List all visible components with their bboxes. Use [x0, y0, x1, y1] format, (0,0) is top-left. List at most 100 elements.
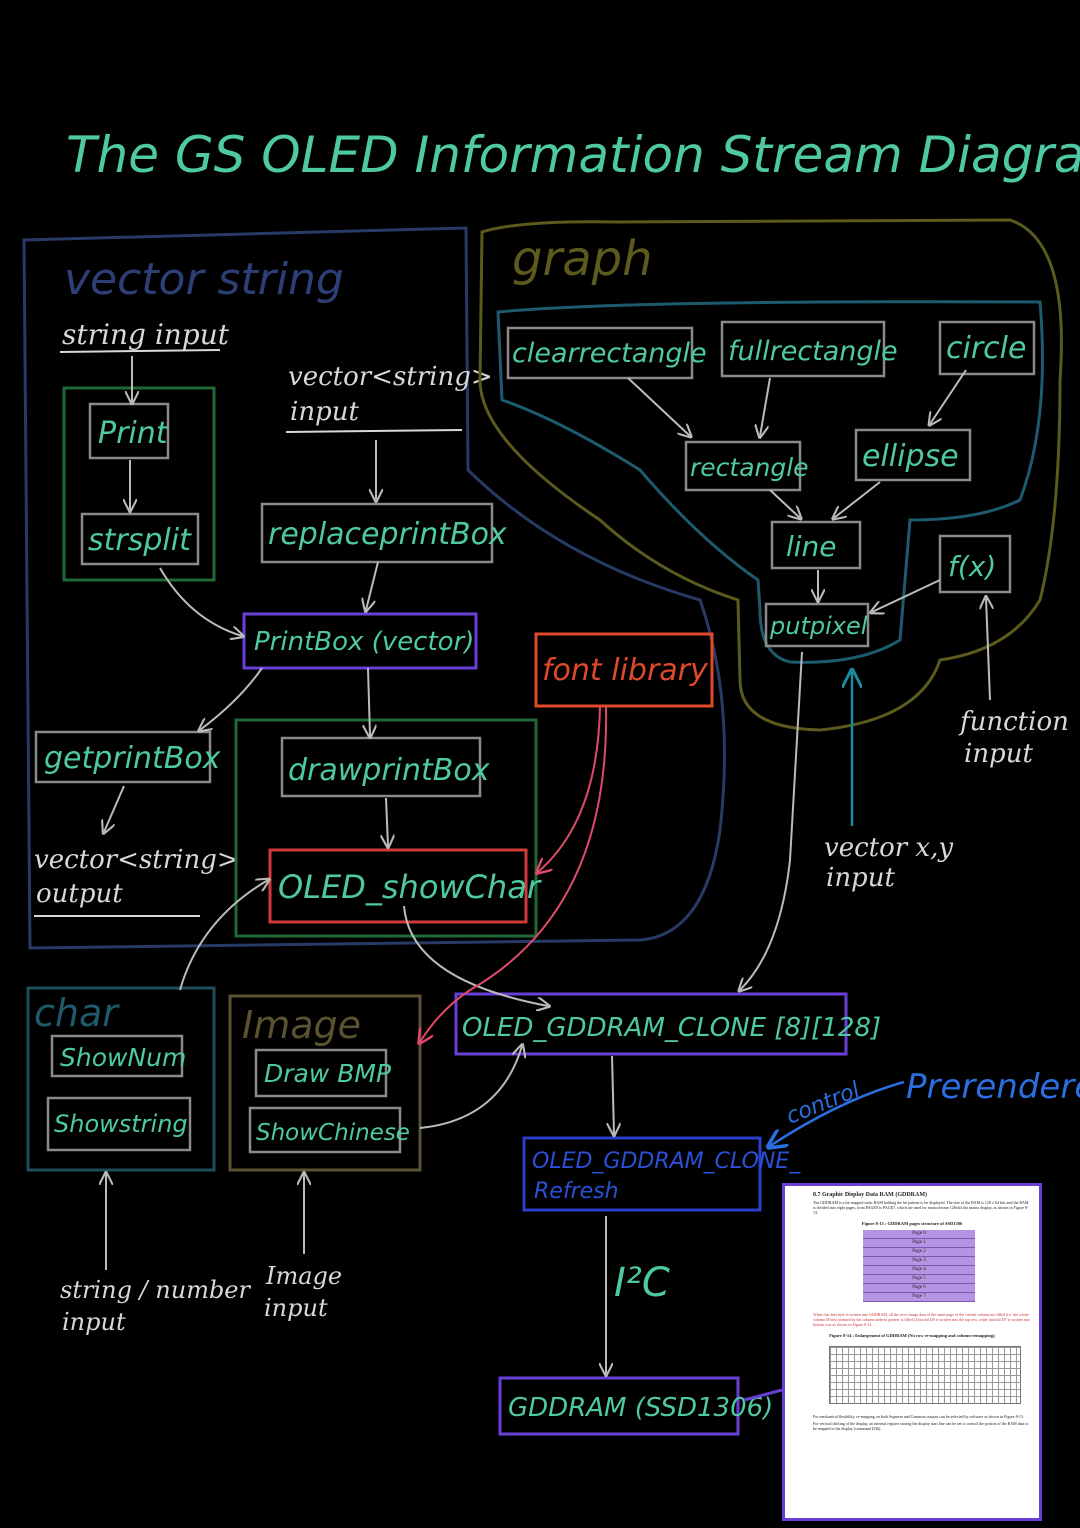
page-row: Page 5: [863, 1275, 975, 1284]
arrow-putpixel-to-clone: [740, 651, 803, 990]
showstring-node: [46, 1096, 192, 1152]
putpixel-node: [764, 602, 870, 648]
gddram-pages-table: Page 0 Page 1 Page 2 Page 3 Page 4 Page …: [863, 1230, 975, 1302]
arrow-showchar-to-clone: [403, 905, 548, 1006]
arrow-prerendered-to-refresh: [770, 1080, 905, 1146]
arrow-replaceprintbox-to-printbox: [366, 561, 379, 610]
showchinese-node: [248, 1106, 402, 1154]
string-number-input-label: string / number: [60, 1276, 252, 1304]
arrow-fx-to-putpixel: [872, 579, 941, 612]
image-input-label-2: input: [264, 1294, 328, 1322]
arrow-drawprintbox-to-showchar: [386, 797, 388, 846]
rectangle-node: [684, 440, 802, 492]
page-row: Page 1: [863, 1239, 975, 1248]
char-group-label: char: [34, 991, 120, 1035]
ellipse-node: [854, 428, 972, 482]
vector-string-input-label-2: input: [290, 397, 359, 427]
page-row: Page 2: [863, 1248, 975, 1257]
strsplit-node: [80, 512, 200, 566]
diagram-title: The GS OLED Information Stream Diagram: [66, 126, 1080, 184]
vector-string-input-label: vector<string>: [288, 362, 493, 392]
i2c-label: I²C: [614, 1260, 670, 1306]
drawbmp-node: [254, 1048, 388, 1098]
ellipse-node-label: ellipse: [862, 439, 959, 474]
control-label: control: [783, 1078, 864, 1130]
strsplit-node-label: strsplit: [88, 523, 192, 558]
arrow-font-to-showchar: [538, 705, 601, 872]
arrow-doc-to-gddram: [743, 1388, 783, 1402]
printbox-vector-node-label: PrintBox (vector): [254, 627, 474, 657]
printbox-vector-node: [242, 612, 478, 670]
page-row: Page 3: [863, 1257, 975, 1266]
page-row: Page 4: [863, 1266, 975, 1275]
arrow-getprintbox-to-output: [104, 785, 125, 832]
arrow-fullrect-to-rect: [760, 377, 771, 436]
arrow-strsplit-to-printbox: [159, 567, 242, 636]
page-row: Page 0: [863, 1230, 975, 1239]
vector-string-group-border: [22, 226, 726, 950]
getprintbox-node-label: getprintBox: [44, 741, 221, 776]
arrow-printbox-to-drawprintbox: [368, 667, 370, 736]
drawprintbox-node: [280, 736, 482, 798]
gddram-clone-node: [454, 992, 848, 1056]
vector-xy-input-label: vector x,y: [824, 833, 953, 863]
font-library-node: [534, 632, 714, 708]
arrow-printbox-to-getprintbox: [200, 667, 263, 730]
prerendered-label: Prerendered: [906, 1067, 1080, 1107]
arrow-clearrect-to-rect: [627, 377, 690, 436]
image-group-label: Image: [242, 1003, 361, 1047]
replaceprintbox-node-label: replaceprintBox: [268, 517, 507, 552]
gddram-clone-node-label: OLED_GDDRAM_CLONE [8][128]: [462, 1013, 881, 1043]
gddram-enlargement-grid: [829, 1346, 1021, 1404]
fullrectangle-node: [720, 320, 886, 378]
circle-node-label: circle: [946, 331, 1026, 366]
drawbmp-node-label: Draw BMP: [264, 1059, 392, 1088]
gddram-node: [498, 1376, 740, 1436]
arrow-clone-to-refresh: [612, 1055, 614, 1134]
datasheet-figure-caption-2: Figure 8-14 : Enlargement of GDDRAM (No …: [829, 1333, 995, 1338]
graph-group-label: graph: [512, 231, 653, 287]
arrow-rect-to-line: [769, 489, 800, 518]
graph-inner-border: [496, 300, 1044, 664]
image-input-label: Image: [265, 1262, 342, 1290]
clearrectangle-node: [506, 326, 694, 380]
string-input-label: string input: [62, 318, 230, 351]
print-group-box: [62, 386, 216, 582]
datasheet-excerpt: 8.7 Graphic Display Data RAM (GDDRAM) Th…: [782, 1183, 1042, 1521]
gddram-node-label: GDDRAM (SSD1306): [508, 1393, 773, 1423]
page-row: Page 7: [863, 1293, 975, 1302]
string-number-input-label-2: input: [62, 1308, 126, 1336]
vector-string-output-label: vector<string>: [34, 845, 239, 875]
rectangle-node-label: rectangle: [690, 453, 809, 482]
arrows: [104, 356, 990, 1374]
datasheet-paragraph-2: When one data byte is written into GDDRA…: [813, 1312, 1030, 1327]
putpixel-node-label: putpixel: [769, 612, 868, 640]
clone-refresh-node-label: OLED_GDDRAM_CLONE_: [532, 1149, 801, 1174]
print-node-label: Print: [98, 416, 169, 451]
clone-refresh-node-label-2: Refresh: [534, 1179, 619, 1204]
line-node: [770, 520, 862, 570]
drawprintbox-node-label: drawprintBox: [288, 753, 490, 788]
datasheet-paragraph-4: For vertical shifting of the display, an…: [813, 1421, 1029, 1431]
shownum-node: [50, 1034, 184, 1078]
fx-node-label: f(x): [948, 550, 996, 583]
function-input-label: function: [958, 707, 1069, 737]
graph-group-border: [478, 218, 1063, 732]
datasheet-paragraph-3: For mechanical flexibility, re-mapping o…: [813, 1414, 1024, 1419]
datasheet-heading: 8.7 Graphic Display Data RAM (GDDRAM): [813, 1192, 927, 1198]
getprintbox-node: [34, 730, 212, 784]
vector-string-output-label-2: output: [36, 879, 123, 909]
fx-node: [938, 534, 1012, 594]
arrow-image-to-clone: [419, 1046, 522, 1129]
char-group-box: [26, 986, 216, 1172]
function-input-label-2: input: [964, 739, 1033, 769]
vector-xy-input-label-2: input: [826, 863, 895, 893]
page-row: Page 6: [863, 1284, 975, 1293]
clone-refresh-node: [522, 1136, 762, 1212]
font-library-node-label: font library: [542, 653, 709, 688]
image-group-box: [228, 994, 422, 1172]
shownum-node-label: ShowNum: [60, 1043, 186, 1072]
datasheet-paragraph-1: The GDDRAM is a bit mapped static RAM ho…: [813, 1200, 1029, 1215]
showchinese-node-label: ShowChinese: [256, 1120, 410, 1146]
circle-node: [938, 320, 1036, 376]
